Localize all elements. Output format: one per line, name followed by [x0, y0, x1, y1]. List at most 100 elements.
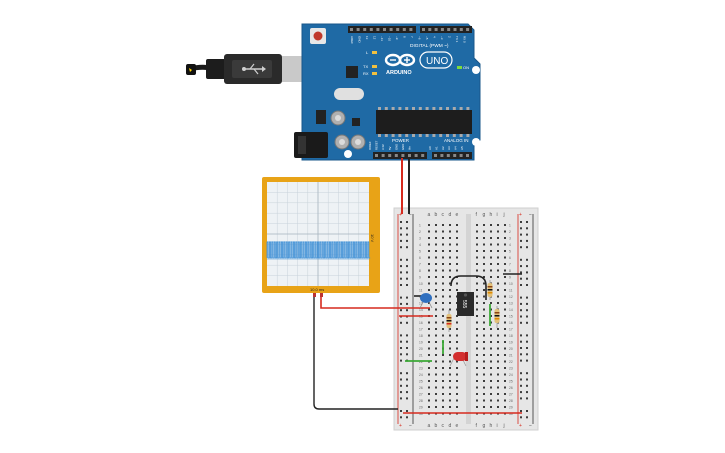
header-pin[interactable]: [440, 154, 444, 157]
breadboard-hole[interactable]: [504, 295, 506, 298]
rail-hole[interactable]: [400, 416, 402, 419]
resistor-3[interactable]: [494, 306, 500, 328]
breadboard-hole[interactable]: [490, 237, 492, 239]
breadboard-hole[interactable]: [483, 360, 485, 363]
header-pin[interactable]: [363, 28, 367, 31]
breadboard-hole[interactable]: [490, 250, 492, 252]
rail-hole[interactable]: [520, 384, 522, 387]
breadboard-hole[interactable]: [497, 386, 499, 389]
rail-hole[interactable]: [520, 340, 522, 343]
breadboard-hole[interactable]: [504, 237, 506, 239]
usb-cable[interactable]: [186, 54, 306, 84]
breadboard-hole[interactable]: [504, 393, 506, 395]
breadboard-hole[interactable]: [476, 289, 478, 291]
breadboard-hole[interactable]: [483, 393, 485, 395]
breadboard-hole[interactable]: [435, 360, 437, 363]
header-pin[interactable]: [381, 154, 385, 157]
header-pin[interactable]: [428, 28, 432, 31]
header-pin[interactable]: [459, 28, 463, 31]
rail-hole[interactable]: [520, 315, 522, 318]
breadboard-hole[interactable]: [490, 269, 492, 272]
breadboard-hole[interactable]: [435, 334, 437, 337]
header-pin[interactable]: [409, 28, 413, 31]
header-pin[interactable]: [356, 28, 360, 31]
rail-hole[interactable]: [520, 416, 522, 419]
breadboard-hole[interactable]: [490, 276, 492, 278]
breadboard-hole[interactable]: [504, 380, 506, 382]
breadboard-hole[interactable]: [483, 289, 485, 291]
rail-hole[interactable]: [400, 221, 402, 223]
breadboard-hole[interactable]: [483, 276, 485, 278]
rail-hole[interactable]: [406, 239, 408, 242]
breadboard-hole[interactable]: [476, 295, 478, 298]
breadboard-hole[interactable]: [483, 334, 485, 337]
breadboard-hole[interactable]: [435, 341, 437, 343]
rail-hole[interactable]: [406, 258, 408, 261]
breadboard-hole[interactable]: [442, 308, 444, 311]
rail-hole[interactable]: [400, 321, 402, 324]
breadboard-hole[interactable]: [428, 367, 430, 369]
breadboard-hole[interactable]: [483, 256, 485, 259]
breadboard-hole[interactable]: [476, 328, 478, 330]
breadboard-hole[interactable]: [476, 373, 478, 376]
breadboard-hole[interactable]: [435, 289, 437, 291]
breadboard-hole[interactable]: [428, 302, 430, 304]
breadboard-hole[interactable]: [449, 276, 451, 278]
breadboard-hole[interactable]: [497, 354, 499, 356]
digital-header-left[interactable]: [348, 26, 416, 33]
rail-hole[interactable]: [406, 416, 408, 419]
breadboard-hole[interactable]: [504, 263, 506, 265]
breadboard-hole[interactable]: [442, 360, 444, 363]
breadboard-hole[interactable]: [490, 380, 492, 382]
breadboard-hole[interactable]: [490, 360, 492, 363]
breadboard-hole[interactable]: [428, 354, 430, 356]
breadboard-hole[interactable]: [449, 263, 451, 265]
breadboard-hole[interactable]: [490, 230, 492, 233]
rail-hole[interactable]: [526, 239, 528, 242]
breadboard-hole[interactable]: [497, 393, 499, 395]
breadboard-hole[interactable]: [442, 224, 444, 226]
rail-hole[interactable]: [520, 271, 522, 274]
breadboard-hole[interactable]: [476, 250, 478, 252]
breadboard-hole[interactable]: [490, 243, 492, 246]
rail-hole[interactable]: [406, 410, 408, 412]
breadboard-hole[interactable]: [456, 393, 458, 395]
breadboard-hole[interactable]: [449, 289, 451, 291]
breadboard-hole[interactable]: [449, 347, 451, 350]
rail-hole[interactable]: [520, 227, 522, 230]
breadboard-hole[interactable]: [428, 406, 430, 408]
breadboard-hole[interactable]: [476, 276, 478, 278]
breadboard-hole[interactable]: [490, 354, 492, 356]
rail-hole[interactable]: [406, 271, 408, 274]
rail-hole[interactable]: [400, 265, 402, 268]
header-pin[interactable]: [383, 28, 386, 31]
breadboard-hole[interactable]: [449, 367, 451, 369]
breadboard-hole[interactable]: [428, 341, 430, 343]
breadboard-hole[interactable]: [497, 341, 499, 343]
breadboard-hole[interactable]: [428, 399, 430, 402]
breadboard-hole[interactable]: [490, 341, 492, 343]
breadboard-hole[interactable]: [483, 321, 485, 324]
rail-hole[interactable]: [526, 391, 528, 394]
breadboard-hole[interactable]: [497, 224, 499, 226]
rail-hole[interactable]: [526, 227, 528, 230]
breadboard-hole[interactable]: [428, 321, 430, 324]
breadboard-hole[interactable]: [476, 406, 478, 408]
rail-hole[interactable]: [520, 221, 522, 223]
breadboard-hole[interactable]: [442, 269, 444, 272]
rail-hole[interactable]: [400, 277, 402, 280]
breadboard-hole[interactable]: [428, 224, 430, 226]
breadboard-hole[interactable]: [456, 256, 458, 259]
rail-hole[interactable]: [526, 372, 528, 375]
breadboard-hole[interactable]: [428, 334, 430, 337]
rail-hole[interactable]: [526, 347, 528, 349]
breadboard-hole[interactable]: [442, 256, 444, 259]
breadboard-hole[interactable]: [442, 302, 444, 304]
breadboard-hole[interactable]: [435, 308, 437, 311]
breadboard-hole[interactable]: [497, 328, 499, 330]
breadboard-hole[interactable]: [476, 399, 478, 402]
breadboard-hole[interactable]: [442, 315, 444, 317]
rail-hole[interactable]: [400, 309, 402, 312]
breadboard-hole[interactable]: [456, 289, 458, 291]
